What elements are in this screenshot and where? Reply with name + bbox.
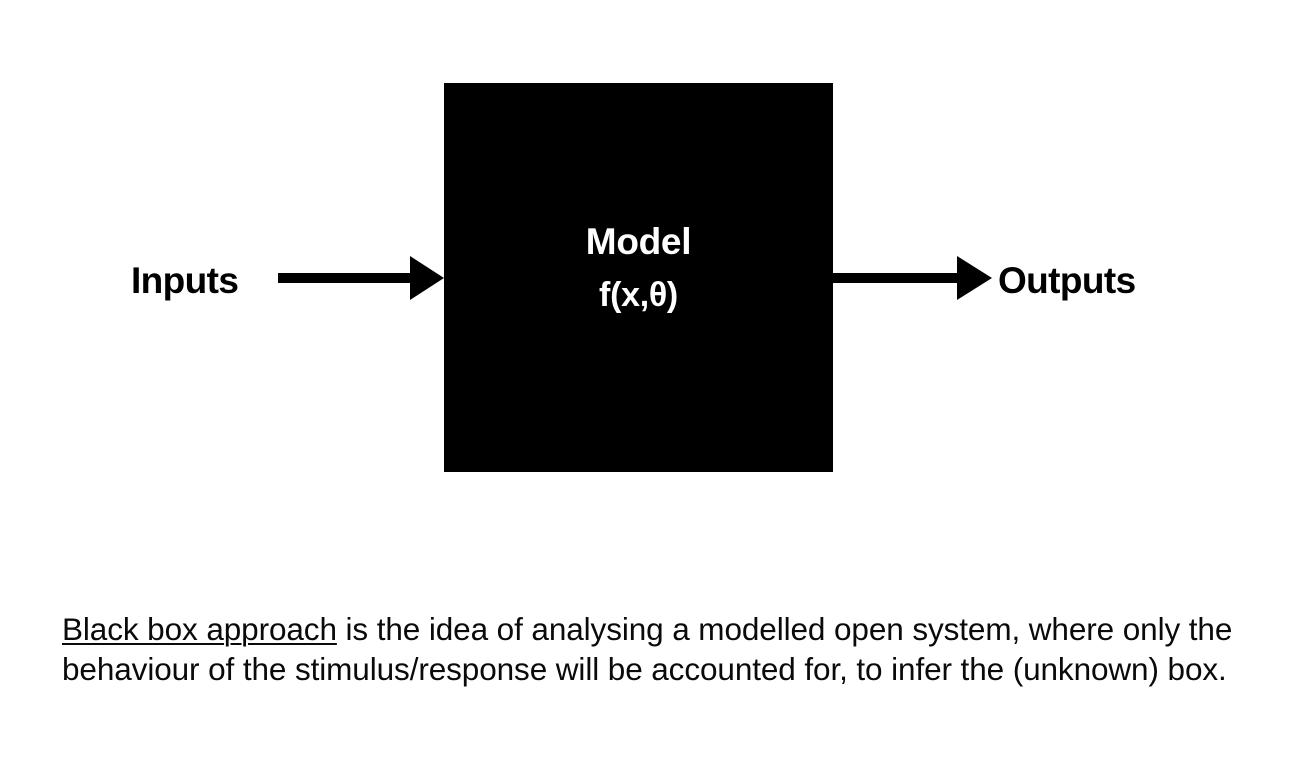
input-arrow-icon (278, 256, 444, 300)
caption-paragraph: Black box approach is the idea of analys… (62, 609, 1287, 689)
model-box-title: Model (585, 221, 692, 262)
caption-body: is the idea of analysing a modelled open… (62, 610, 1233, 687)
inputs-label: Inputs (131, 260, 239, 301)
output-arrow-icon (831, 256, 992, 300)
model-black-box: Model f(x,θ) (444, 83, 833, 472)
caption-term: Black box approach (62, 610, 337, 647)
black-box-diagram: Inputs Model f(x,θ) Outputs (131, 83, 1136, 472)
outputs-label: Outputs (998, 260, 1136, 301)
model-box-formula: f(x,θ) (599, 276, 678, 314)
